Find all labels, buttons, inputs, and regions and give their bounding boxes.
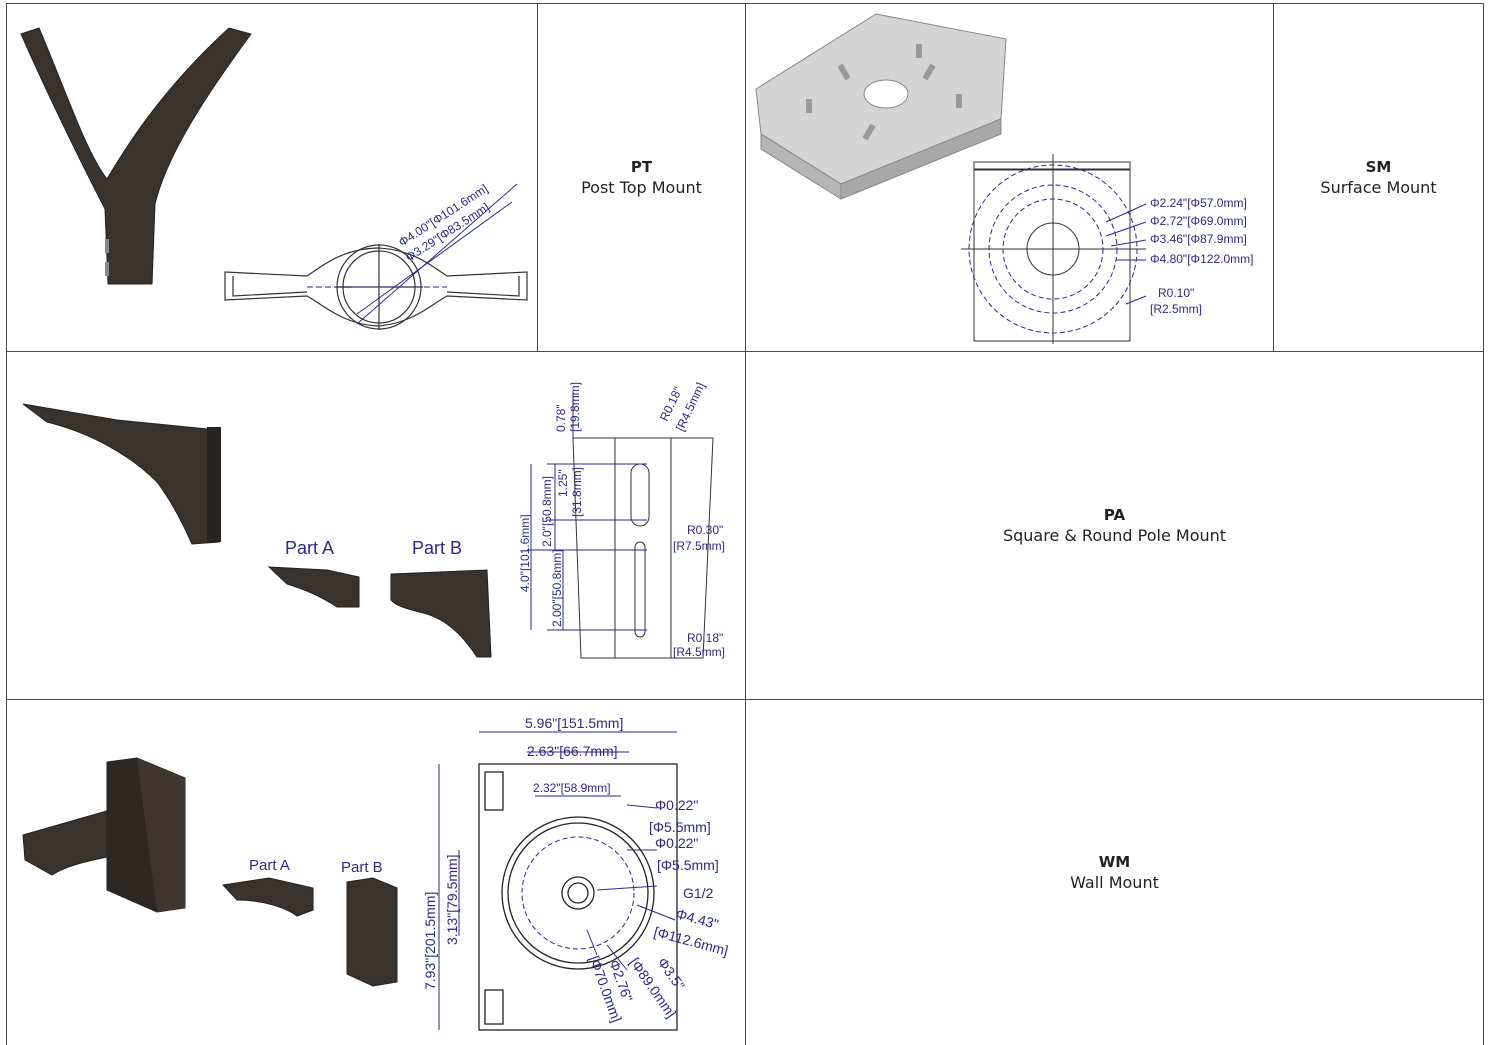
pa-part-b-label: Part B bbox=[412, 538, 462, 558]
wm-code: WM bbox=[1098, 852, 1131, 871]
pa-image-cell: Part A Part B 0.78" [19.8mm] bbox=[7, 352, 745, 699]
wm-front-view bbox=[478, 763, 678, 1031]
wm-part-a-label: Part A bbox=[249, 857, 290, 874]
pa-part-a-label: Part A bbox=[285, 538, 334, 558]
wm-part-b-image bbox=[346, 877, 398, 987]
sm-dim-5: R0.10" bbox=[1158, 286, 1194, 300]
pa-dim-6: [31.8mm] bbox=[570, 467, 584, 517]
pt-drawing: Φ4.00"[Φ101.6mm] Φ3.29"[Φ83.5mm] bbox=[20, 27, 528, 330]
wm-label-cell: WM Wall Mount bbox=[746, 700, 1483, 1045]
pa-dim-9: R0.30" bbox=[687, 523, 723, 537]
column-divider-sm-label bbox=[1273, 3, 1274, 352]
pt-label-cell: PT Post Top Mount bbox=[538, 4, 745, 351]
pa-dim-7: 2.0"[50.8mm] bbox=[540, 476, 554, 547]
wm-image-cell: Part A Part B bbox=[7, 700, 745, 1045]
wm-dim-4: Φ0.22" bbox=[655, 797, 698, 813]
pa-side-view bbox=[572, 437, 714, 659]
pa-dim-13: [R4.5mm] bbox=[673, 645, 725, 659]
wm-dim-2: 2.63"[66.7mm] bbox=[527, 743, 618, 759]
pa-dim-10: [R7.5mm] bbox=[673, 539, 725, 553]
wm-dim-5: [Φ5.5mm] bbox=[649, 819, 711, 835]
wm-drawing: Part A Part B bbox=[22, 715, 730, 1031]
wm-dim-3: 2.32"[58.9mm] bbox=[533, 781, 611, 795]
pa-drawing: Part A Part B 0.78" [19.8mm] bbox=[22, 380, 725, 659]
pa-dimension-lines bbox=[527, 392, 647, 631]
pa-code: PA bbox=[1103, 505, 1126, 524]
wm-dimension-lines bbox=[438, 731, 677, 1030]
sm-dim-6: [R2.5mm] bbox=[1150, 302, 1202, 316]
wm-part-a-image bbox=[221, 877, 314, 917]
pa-name: Square & Round Pole Mount bbox=[1002, 525, 1227, 545]
pa-dim-12: R0.18" bbox=[687, 631, 723, 645]
pt-image-cell: Φ4.00"[Φ101.6mm] Φ3.29"[Φ83.5mm] bbox=[7, 4, 537, 351]
pt-set-screw bbox=[105, 262, 109, 276]
pa-dim-2: [19.8mm] bbox=[568, 382, 582, 432]
wm-dim-9: Φ4.43" bbox=[674, 905, 720, 932]
sm-bracket-slots bbox=[806, 44, 962, 141]
pt-set-screw bbox=[105, 239, 109, 253]
wm-part-b-label: Part B bbox=[341, 859, 383, 876]
pa-dim-5: 1.25" bbox=[556, 469, 570, 497]
wm-name: Wall Mount bbox=[1070, 872, 1159, 892]
pa-clamp-plate bbox=[207, 427, 221, 542]
wm-dim-10: [Φ112.6mm] bbox=[652, 923, 730, 958]
pa-part-a-image bbox=[267, 566, 360, 608]
pt-code: PT bbox=[630, 157, 653, 176]
wm-dim-8: G1/2 bbox=[683, 885, 714, 901]
table-border-right bbox=[1483, 3, 1484, 1045]
pt-post-top-fitting bbox=[20, 27, 252, 285]
pa-dim-11: 2.00"[50.8mm] bbox=[550, 549, 564, 627]
sm-dim-1: Φ2.24"[Φ57.0mm] bbox=[1150, 196, 1247, 210]
pa-arm-assembled bbox=[22, 403, 220, 545]
pa-dim-8: 4.0"[101.6mm] bbox=[518, 514, 532, 592]
pa-label-cell: PA Square & Round Pole Mount bbox=[746, 352, 1483, 699]
sm-code: SM bbox=[1365, 157, 1392, 176]
sm-top-view bbox=[961, 154, 1146, 344]
pa-dim-1: 0.78" bbox=[554, 404, 568, 432]
wm-dim-7: [Φ5.5mm] bbox=[657, 857, 719, 873]
column-divider-pt-label bbox=[537, 3, 538, 352]
wm-dim-6: Φ0.22" bbox=[655, 835, 698, 851]
wm-dim-1: 5.96"[151.5mm] bbox=[525, 715, 623, 731]
sm-drawing: Φ2.24"[Φ57.0mm] Φ2.72"[Φ69.0mm] Φ3.46"[Φ… bbox=[755, 13, 1253, 344]
wm-arm-assembled bbox=[22, 807, 118, 876]
column-divider-main bbox=[745, 3, 746, 1045]
sm-label-cell: SM Surface Mount bbox=[1274, 4, 1483, 351]
sm-dim-4: Φ4.80"[Φ122.0mm] bbox=[1150, 252, 1253, 266]
wm-dim-11: 7.93"[201.5mm] bbox=[422, 892, 438, 990]
sm-dim-3: Φ3.46"[Φ87.9mm] bbox=[1150, 232, 1247, 246]
sm-name: Surface Mount bbox=[1320, 177, 1437, 197]
sm-dim-2: Φ2.72"[Φ69.0mm] bbox=[1150, 214, 1247, 228]
pt-name: Post Top Mount bbox=[581, 177, 702, 197]
wm-dim-12: 3.13"[79.5mm] bbox=[444, 854, 460, 945]
sm-image-cell: Φ2.24"[Φ57.0mm] Φ2.72"[Φ69.0mm] Φ3.46"[Φ… bbox=[746, 4, 1273, 351]
pa-part-b-image bbox=[390, 569, 492, 658]
mount-options-table: Φ4.00"[Φ101.6mm] Φ3.29"[Φ83.5mm] PT Post… bbox=[6, 3, 1484, 1045]
table-border-left bbox=[6, 3, 7, 1045]
